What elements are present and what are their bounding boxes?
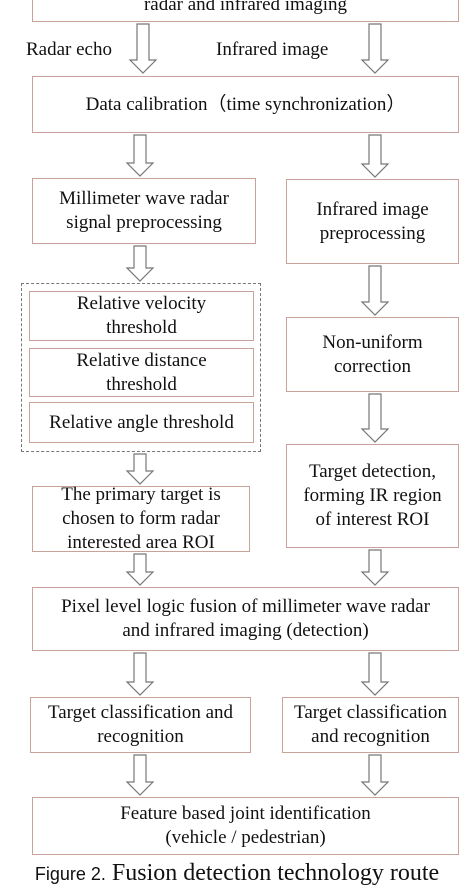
nonuniform-line2: correction — [333, 355, 411, 377]
ir-preprocessing-line2: preprocessing — [319, 222, 426, 244]
top-box-text: radar and infrared imaging — [143, 0, 348, 16]
figure-caption: Figure 2. Fusion detection technology ro… — [0, 860, 474, 887]
arrow-infrared-image — [360, 23, 390, 74]
velocity-threshold-line2: threshold — [106, 317, 177, 338]
distance-threshold-box: Relative distance threshold — [29, 348, 254, 397]
radar-preprocessing-line2: signal preprocessing — [66, 212, 222, 233]
arrow-classification-right-to-joint — [360, 754, 390, 796]
data-calibration-box: Data calibration（time synchronization） — [32, 76, 459, 133]
classification-right-line1: Target classification — [294, 702, 447, 724]
infrared-image-label: Infrared image — [216, 39, 329, 60]
arrow-radar-target-to-fusion — [125, 553, 155, 586]
ir-target-line2: forming IR region — [303, 485, 442, 507]
pixel-fusion-line2: and infrared imaging (detection) — [122, 620, 369, 641]
classification-left-box: Target classification and recognition — [30, 697, 251, 753]
radar-target-box: The primary target is chosen to form rad… — [32, 484, 250, 553]
ir-target-detection-box: Target detection, forming IR region of i… — [286, 444, 459, 548]
arrow-classification-left-to-joint — [125, 754, 155, 796]
nonuniform-correction-box: Non-uniform correction — [286, 317, 459, 392]
ir-preprocessing-box: Infrared image preprocessing — [286, 179, 459, 264]
arrow-fusion-to-classification-right — [360, 652, 390, 696]
arrow-radar-echo — [128, 23, 158, 74]
classification-left-line2: recognition — [97, 726, 184, 747]
arrow-thresholds-to-radar-target — [125, 453, 155, 485]
angle-threshold-line1: Relative angle threshold — [49, 411, 234, 433]
arrow-ir-target-to-fusion — [360, 549, 390, 586]
radar-preprocessing-box: Millimeter wave radar signal preprocessi… — [32, 178, 256, 244]
distance-threshold-line2: threshold — [106, 373, 177, 395]
nonuniform-line1: Non-uniform — [322, 331, 423, 353]
joint-identification-line2: (vehicle / pedestrian) — [165, 827, 326, 848]
joint-identification-box: Feature based joint identification (vehi… — [32, 797, 459, 855]
velocity-threshold-line1: Relative velocity — [76, 293, 207, 315]
classification-left-line1: Target classification and — [47, 702, 234, 724]
ir-preprocessing-line1: Infrared image — [316, 198, 429, 220]
ir-target-line3: of interest ROI — [315, 508, 430, 530]
data-calibration-text: Data calibration（time synchronization） — [85, 93, 406, 115]
distance-threshold-line1: Relative distance — [76, 349, 207, 371]
radar-echo-label: Radar echo — [26, 39, 112, 60]
radar-preprocessing-line1: Millimeter wave radar — [59, 188, 229, 210]
arrow-calibration-to-ir-preproc — [360, 134, 390, 178]
arrow-ir-preproc-to-nonuniform — [360, 265, 390, 316]
pixel-fusion-line1: Pixel level logic fusion of millimeter w… — [61, 596, 430, 618]
radar-target-line1: The primary target is — [61, 484, 221, 506]
pixel-fusion-box: Pixel level logic fusion of millimeter w… — [32, 587, 459, 651]
radar-target-line2: chosen to form radar — [62, 508, 220, 530]
angle-threshold-box: Relative angle threshold — [29, 402, 254, 443]
threshold-group — [21, 283, 261, 452]
joint-identification-line1: Feature based joint identification — [120, 803, 371, 825]
ir-target-line1: Target detection, — [308, 461, 437, 483]
arrow-nonuniform-to-ir-target — [360, 393, 390, 443]
top-box: radar and infrared imaging — [32, 0, 459, 22]
radar-target-line3: interested area ROI — [67, 531, 215, 553]
classification-right-box: Target classification and recognition — [282, 697, 459, 753]
classification-right-line2: and recognition — [311, 726, 430, 747]
caption-prefix: Figure 2. — [34, 864, 106, 884]
velocity-threshold-box: Relative velocity threshold — [29, 291, 254, 341]
arrow-radar-preproc-to-thresholds — [125, 245, 155, 282]
arrow-fusion-to-classification-left — [125, 652, 155, 696]
caption-title: Fusion detection technology route — [111, 860, 440, 886]
arrow-calibration-to-radar-preproc — [125, 134, 155, 177]
